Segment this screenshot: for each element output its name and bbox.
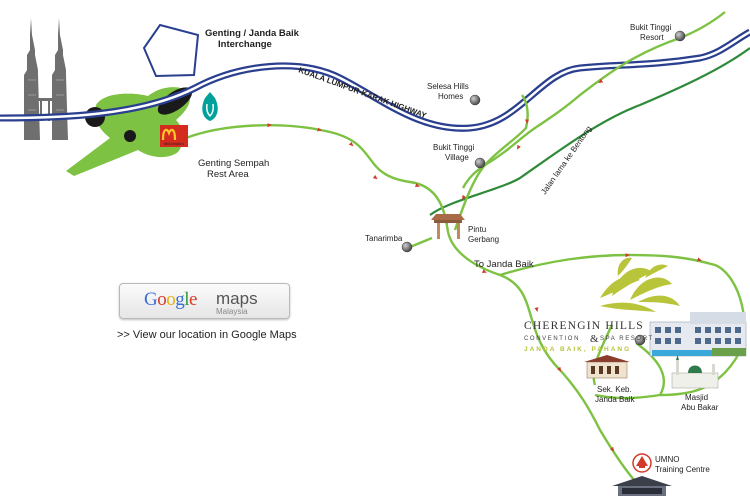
sek-keb-label-1: Sek. Keb. [597, 385, 632, 394]
umno-label-2: Training Centre [655, 465, 710, 474]
interchange-label-2: Interchange [218, 39, 272, 50]
masjid-label-2: Abu Bakar [681, 403, 719, 412]
petronas-logo-icon [202, 92, 218, 121]
marker-selesa-hills [469, 94, 481, 106]
resort-building-image [649, 312, 747, 357]
svg-text:McDonald's: McDonald's [164, 142, 184, 146]
resort-amp: & [590, 333, 599, 345]
bukit-tinggi-village-label-1: Bukit Tinggi [433, 143, 475, 152]
location-markers [401, 30, 686, 346]
google-wordmark: Google [144, 289, 197, 311]
jalan-lama-road [429, 47, 750, 216]
interchange-pentagon-icon [142, 23, 200, 78]
google-letter-o1: o [157, 289, 167, 310]
google-letter-e: e [189, 289, 197, 310]
rest-area-dot [124, 130, 136, 142]
to-janda-baik-label: To Janda Baik [474, 259, 534, 270]
sek-keb-label-2: Janda Baik [595, 395, 636, 404]
bukit-tinggi-village-label-2: Village [445, 153, 469, 162]
bukit-tinggi-resort-label-2: Resort [640, 33, 664, 42]
bukit-tinggi-resort-label-1: Bukit Tinggi [630, 23, 672, 32]
jalan-lama-label: Jalan lama ke Bentong [539, 124, 593, 196]
selesa-label-2: Homes [438, 92, 463, 101]
pintu-gerbang-gate-icon [431, 214, 465, 239]
cherengin-hills-logo [600, 257, 680, 312]
google-letter-l: l [184, 289, 190, 310]
google-letter-g2: g [175, 289, 185, 310]
umno-training-building-image [612, 476, 672, 496]
google-maps-word: maps [216, 289, 258, 308]
kl-karak-highway [0, 28, 750, 132]
umno-logo-icon [632, 453, 652, 473]
mosque-image [671, 355, 719, 389]
tanarimba-label: Tanarimba [365, 234, 403, 243]
resort-sub-left: CONVENTION [524, 336, 580, 342]
highway-label: KUALA LUMPUR-KARAK HIGHWAY [297, 65, 428, 120]
selesa-label-1: Selesa Hills [427, 82, 469, 91]
umno-label-1: UMNO [655, 455, 679, 464]
main-route [185, 11, 746, 483]
marker-bukit-tinggi-village [474, 157, 486, 169]
resort-location: JANDA BAIK, PAHANG [524, 346, 631, 353]
marker-bukit-tinggi-resort [674, 30, 686, 42]
google-letter-g: G [144, 289, 158, 310]
school-building-image [584, 355, 630, 379]
google-letter-o2: o [166, 289, 176, 310]
map-labels: Genting / Janda Baik Interchange KUALA L… [198, 23, 719, 474]
interchange-label-1: Genting / Janda Baik [205, 28, 300, 39]
marker-tanarimba [401, 241, 413, 253]
google-maps-region: Malaysia [216, 307, 248, 316]
mcdonalds-logo: McDonald's [160, 125, 188, 147]
marker-resort [634, 334, 646, 346]
pintu-label-2: Gerbang [468, 235, 499, 244]
rest-area-label-1: Genting Sempah [198, 158, 269, 169]
resort-name: CHERENGIN HILLS [524, 320, 644, 332]
petronas-towers-icon [24, 18, 68, 140]
masjid-label-1: Masjid [685, 393, 708, 402]
resort-sub-right: SPA RESORT [600, 336, 654, 342]
rest-area-label-2: Rest Area [207, 169, 249, 180]
pintu-label-1: Pintu [468, 225, 486, 234]
google-maps-button[interactable]: Google maps Malaysia [119, 283, 290, 319]
google-maps-link[interactable]: >> View our location in Google Maps [117, 329, 297, 341]
